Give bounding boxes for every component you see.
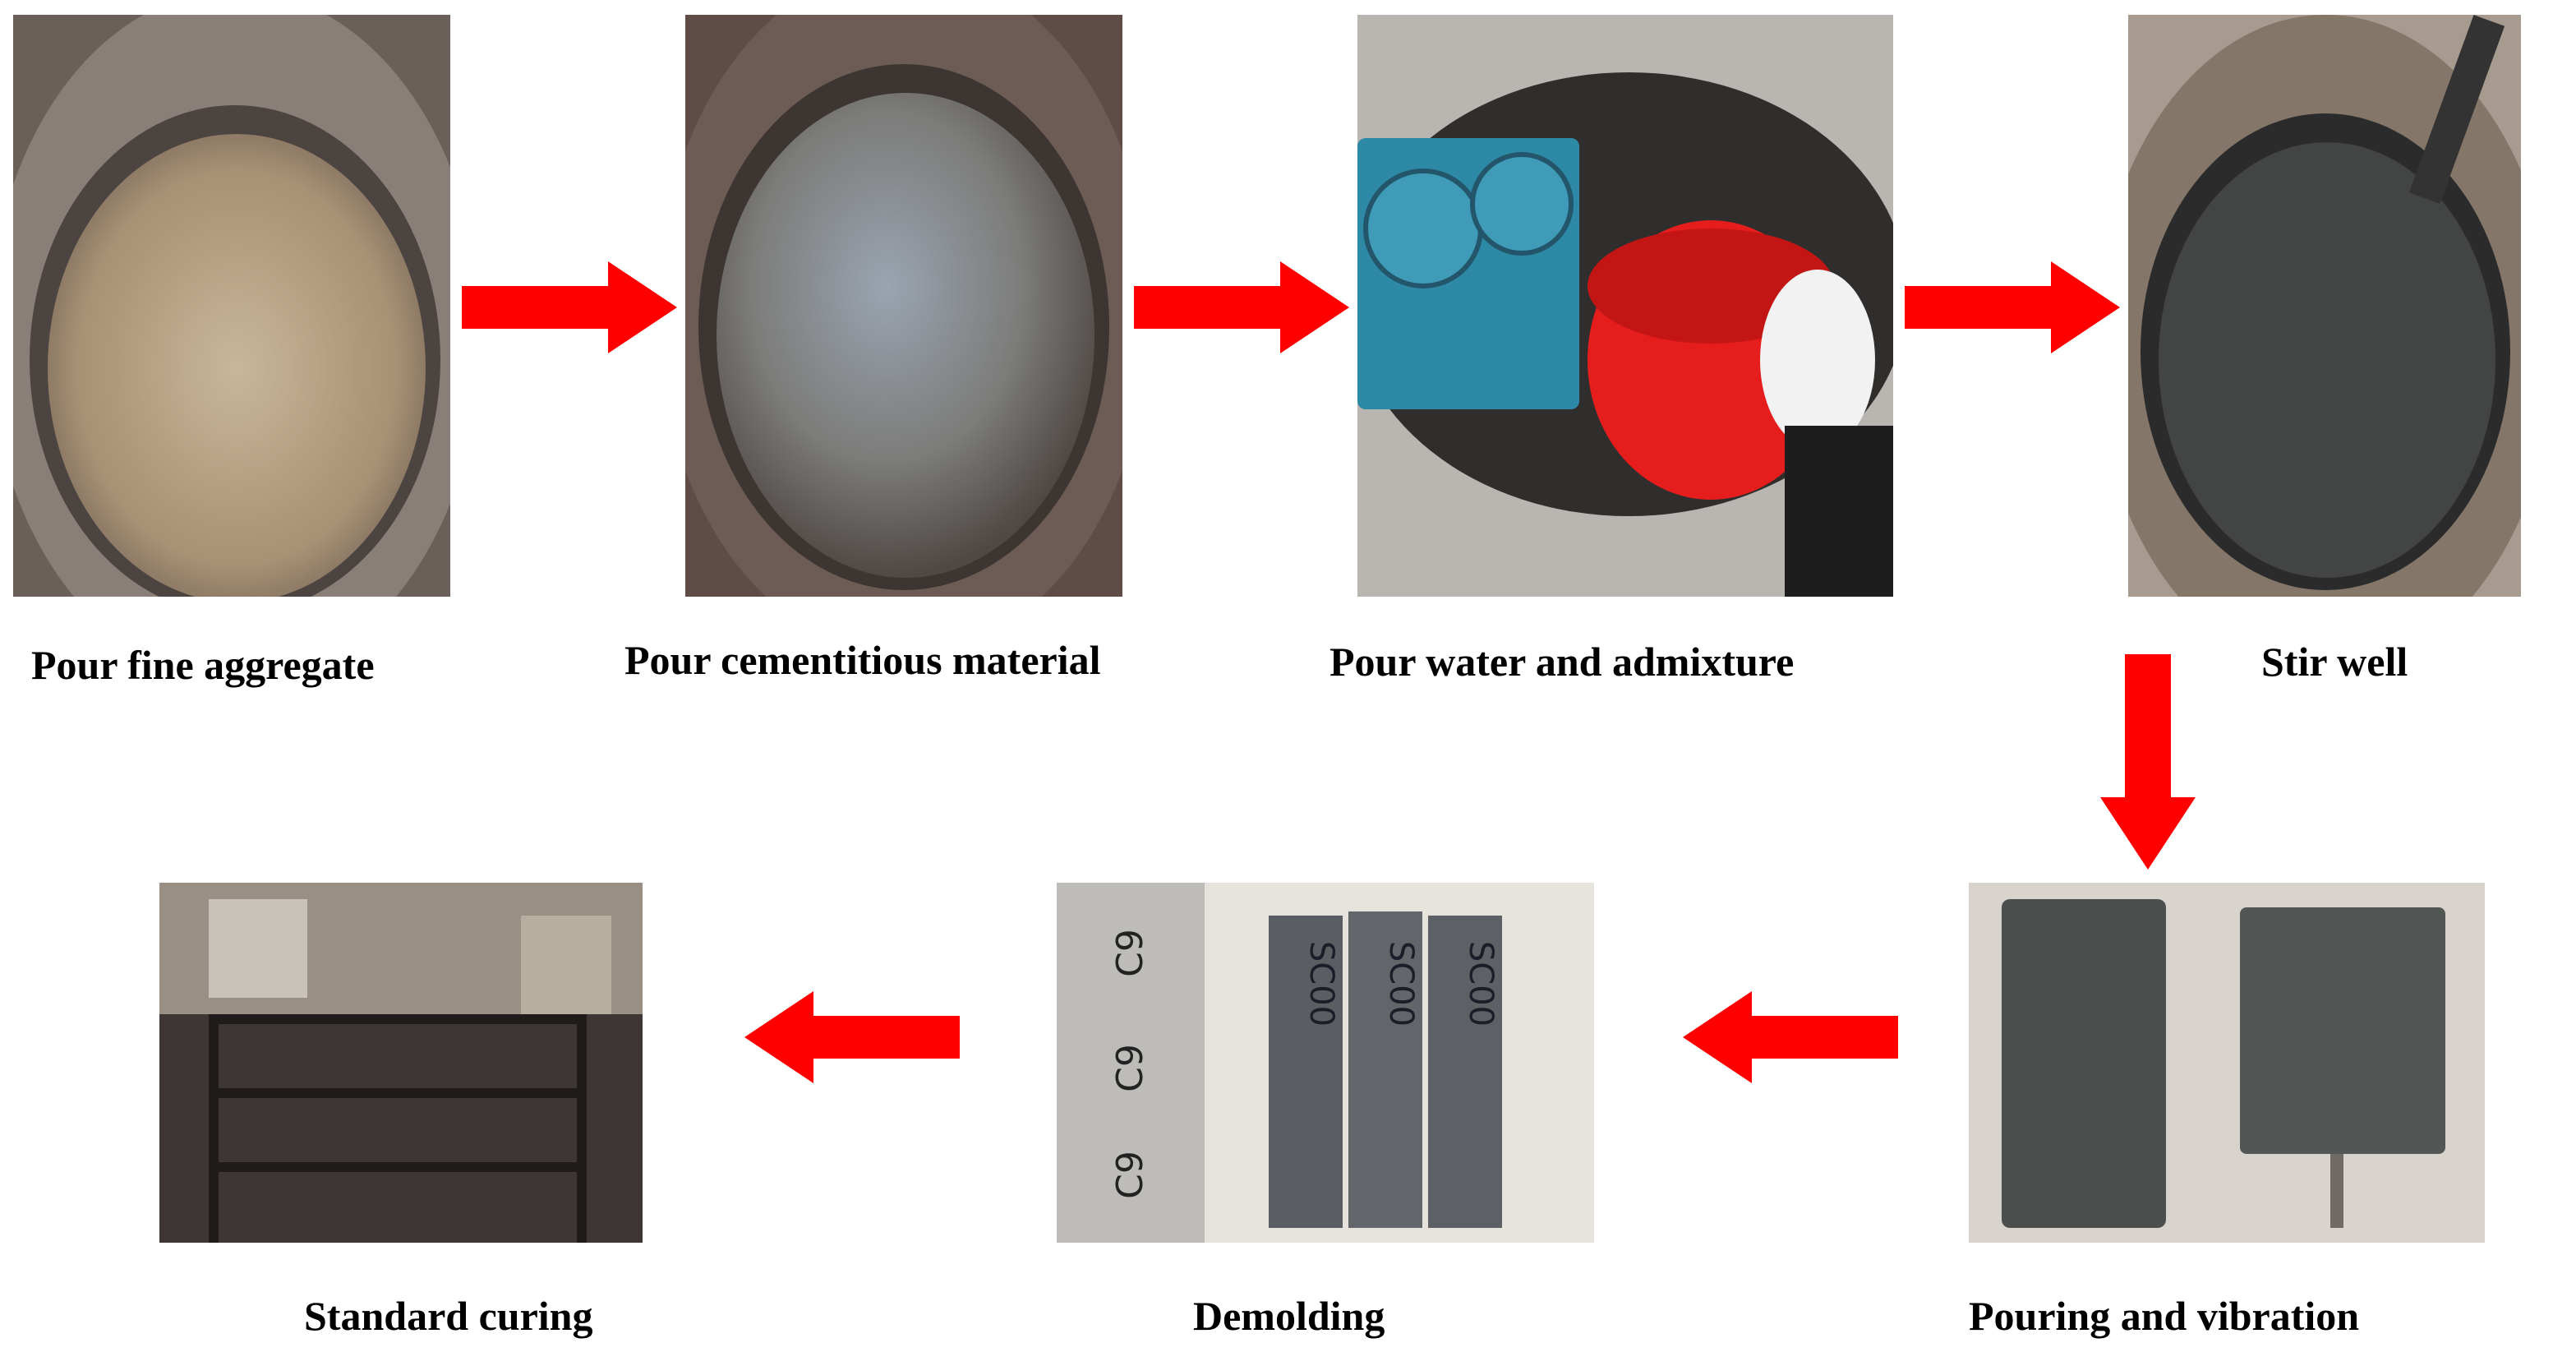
mold-number-1: C9 (1108, 929, 1151, 977)
label-standard-curing: Standard curing (304, 1293, 593, 1339)
arrow-left-2 (744, 991, 960, 1083)
arrow-shape (462, 261, 677, 353)
photo-pour-fine-aggregate (13, 15, 450, 597)
mold-number-3: C9 (1108, 1151, 1151, 1199)
arrow-shape (1683, 991, 1898, 1083)
arrow-left-1 (1683, 991, 1898, 1083)
arrow-right-3 (1905, 261, 2120, 353)
label-pour-cementitious-material: Pour cementitious material (624, 637, 1101, 683)
specimen-code-1: SC00 (1302, 940, 1341, 1027)
photo-stir-well (2128, 15, 2521, 597)
arrow-shape (2100, 654, 2196, 870)
photo-pour-water-and-admixture (1357, 15, 1893, 597)
label-pour-water-and-admixture: Pour water and admixture (1329, 639, 1795, 685)
label-pour-fine-aggregate: Pour fine aggregate (31, 642, 375, 688)
specimen-code-3: SC00 (1462, 940, 1500, 1027)
arrow-right-2 (1134, 261, 1349, 353)
photo-pour-cementitious-material (685, 15, 1122, 597)
photo-standard-curing (159, 883, 643, 1243)
photo-pouring-and-vibration (1969, 883, 2485, 1243)
label-stir-well: Stir well (2261, 639, 2408, 685)
label-pouring-and-vibration: Pouring and vibration (1969, 1293, 2360, 1339)
arrow-shape (744, 991, 960, 1083)
label-demolding: Demolding (1193, 1293, 1385, 1339)
specimen-code-2: SC00 (1382, 940, 1421, 1027)
arrow-right-1 (462, 261, 677, 353)
photo-demolding: C9 C9 C9 SC00 SC00 SC00 (1057, 883, 1594, 1243)
arrow-down (2100, 654, 2196, 870)
arrow-shape (1134, 261, 1349, 353)
arrow-shape (1905, 261, 2120, 353)
mold-number-2: C9 (1108, 1044, 1151, 1092)
